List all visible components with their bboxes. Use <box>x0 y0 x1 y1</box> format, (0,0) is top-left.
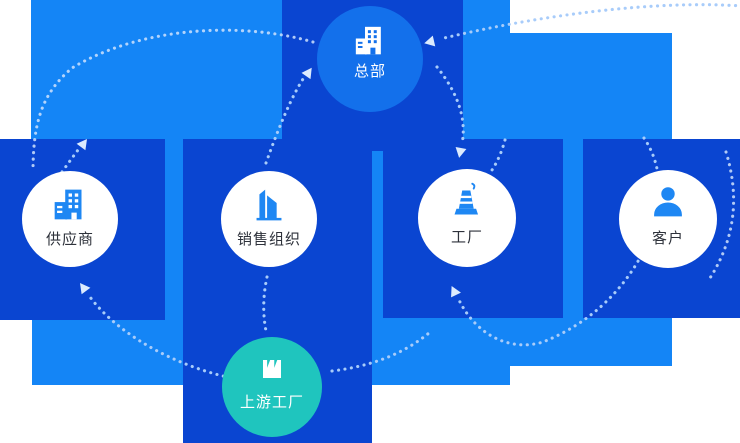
node-upstream-factory: 上游工厂 <box>222 337 322 437</box>
node-sales-org: 销售组织 <box>221 171 317 267</box>
bg-strip-left-light <box>165 139 183 330</box>
building-hq-icon <box>350 21 390 61</box>
node-hq: 总部 <box>317 6 423 112</box>
node-sales-org-label: 销售组织 <box>236 230 301 248</box>
factory-kiln-icon <box>444 179 490 225</box>
node-customer-label: 客户 <box>651 229 684 247</box>
node-supplier: 供应商 <box>22 171 118 267</box>
node-factory-label: 工厂 <box>450 228 483 246</box>
building-sales-icon <box>246 181 292 227</box>
building-supplier-icon <box>47 181 93 227</box>
factory-sawtooth-icon <box>254 351 290 387</box>
bg-rect-bottom-mid-light <box>372 317 510 385</box>
node-supplier-label: 供应商 <box>45 230 94 248</box>
person-icon <box>645 180 691 226</box>
node-hq-label: 总部 <box>353 62 386 80</box>
node-customer: 客户 <box>619 170 717 268</box>
bg-rect-bottom-left-light <box>32 320 185 385</box>
node-factory: 工厂 <box>418 169 516 267</box>
bg-rect-top-right-light <box>455 33 672 139</box>
node-upstream-factory-label: 上游工厂 <box>239 393 304 411</box>
